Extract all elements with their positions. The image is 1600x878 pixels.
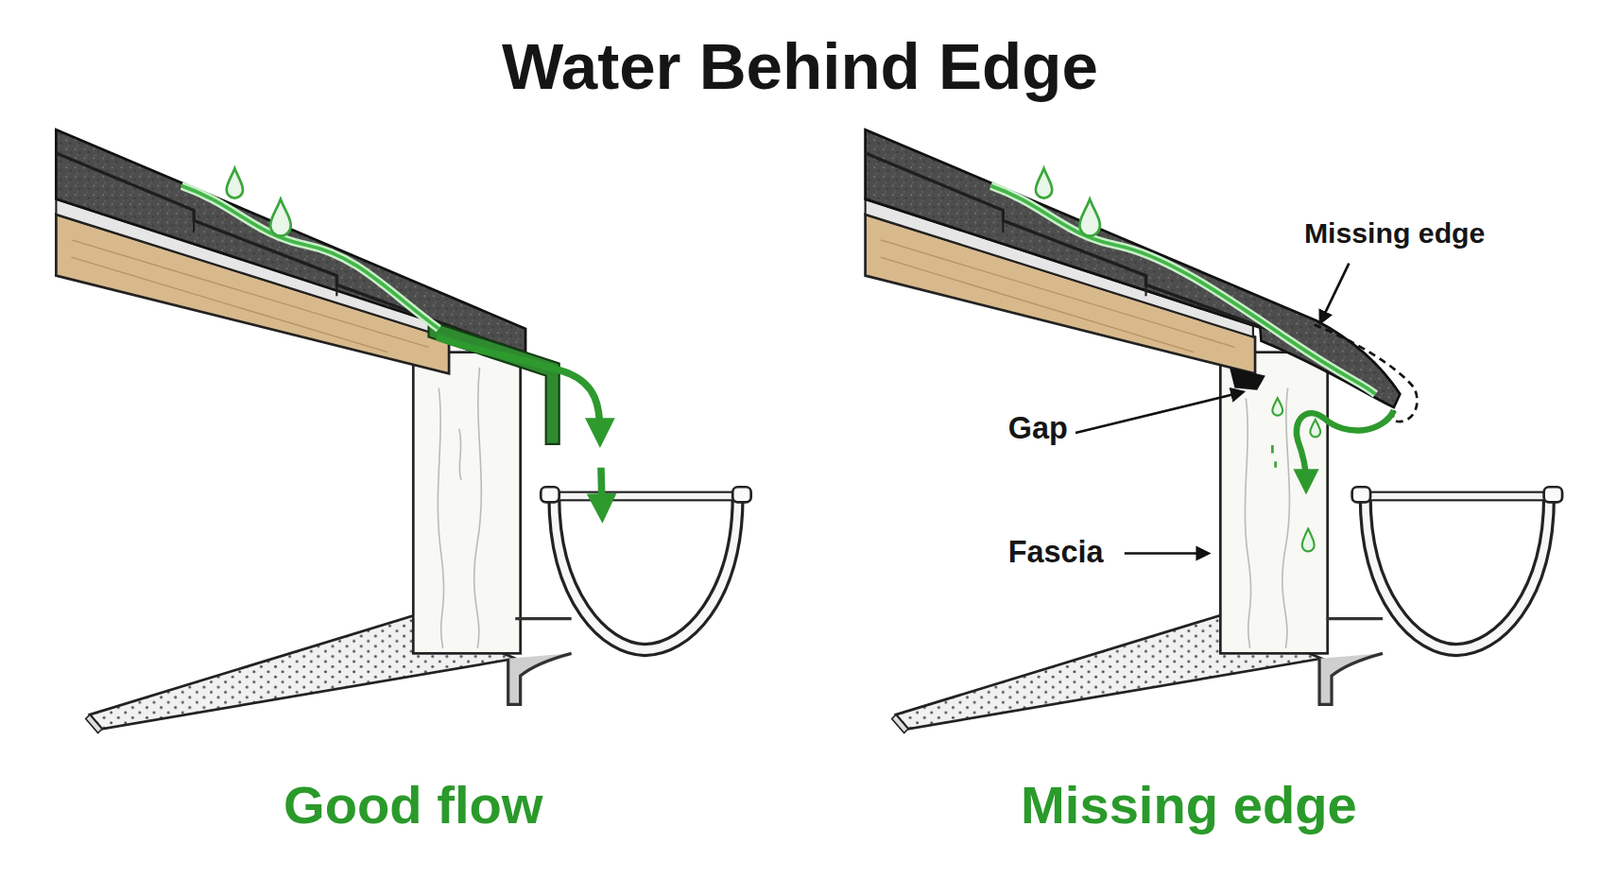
water-path [990,186,1376,395]
water-drops [1035,168,1101,236]
gutter [1319,486,1563,705]
water-path-glow [181,186,439,329]
fascia-board [412,352,520,654]
water-path-glow [990,186,1376,395]
callout-label: Gap [1008,411,1132,446]
water-drop [1309,419,1321,437]
shingles [865,129,1401,408]
shingles [55,129,526,352]
shingle-course [55,153,480,337]
water-path [181,186,439,329]
wood-grain [1244,387,1290,648]
water-flow-arrow [1296,410,1394,482]
leader-line [1124,551,1209,555]
panel-caption: Missing edge [933,775,1445,835]
water-flow-arrow [436,336,601,433]
shingle-course [865,153,1290,337]
gap-opening [1229,367,1266,391]
gutter [508,486,752,705]
shingle-tab [1002,210,1146,297]
water-drops [226,168,292,236]
water-drip [1272,445,1275,468]
missing-edge-outline [1314,325,1418,423]
callout-label: Missing edge [1304,218,1590,250]
leader-line [1320,263,1349,324]
leader-line [1075,392,1243,433]
wood-grain [437,367,482,649]
water-drop [1302,529,1315,552]
fascia-board [1220,352,1327,654]
callout-label: Fascia [1008,534,1152,569]
water-flow-arrow [601,467,603,509]
panel-caption: Good flow [157,775,669,835]
water-drop [1272,397,1283,415]
diagram-title: Water Behind Edge [0,30,1600,103]
